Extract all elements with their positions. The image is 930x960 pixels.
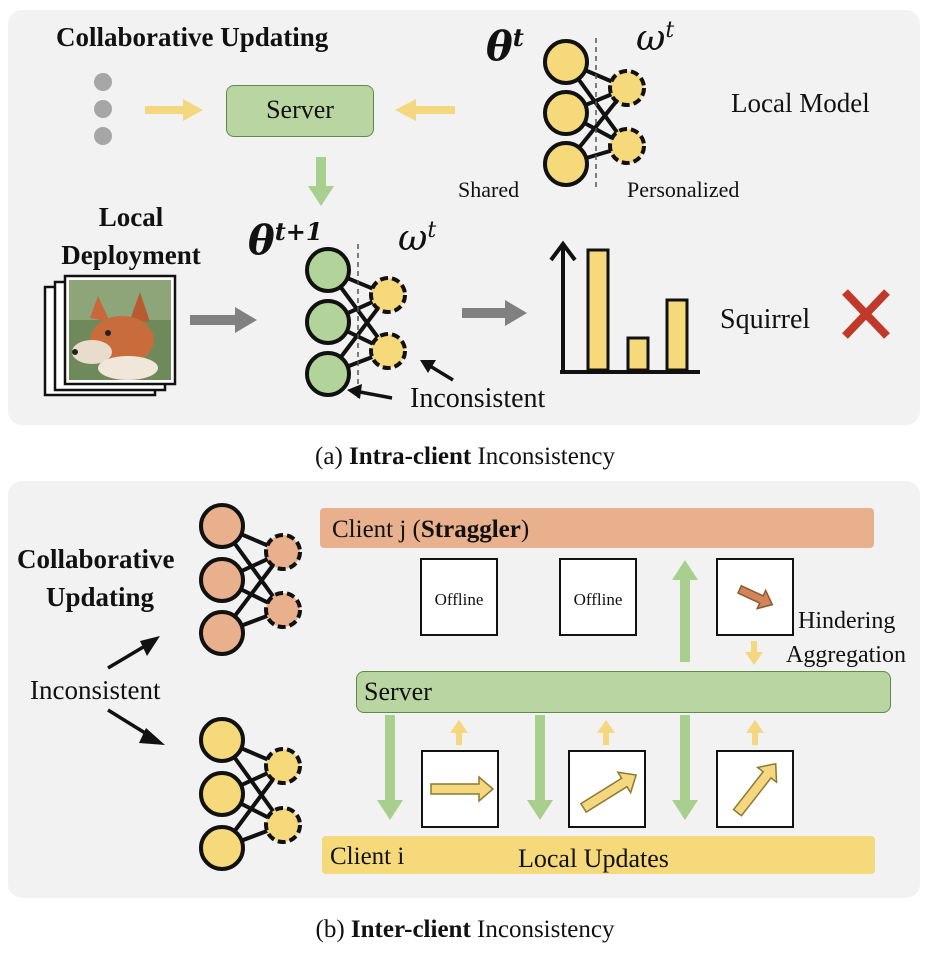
local-model-label: Local Model: [731, 88, 870, 118]
personalized-label: Personalized: [627, 177, 740, 202]
collab-updating-line2: Updating: [46, 582, 155, 612]
shared-label: Shared: [458, 177, 520, 202]
server-label-a: Server: [266, 95, 334, 124]
cross-icon: [842, 289, 890, 339]
arrow-to-server-right: [395, 99, 455, 121]
offline-label-2: Offline: [573, 590, 623, 609]
arrow-model-to-output: [462, 300, 527, 326]
bar-2: [626, 336, 650, 372]
local-deployment-line2: Deployment: [61, 240, 201, 270]
prediction-label: Squirrel: [720, 304, 811, 335]
local-updates-label: Local Updates: [518, 844, 669, 873]
server-bar-b: [356, 671, 891, 713]
omega-t-label-b: ωt: [398, 218, 437, 259]
omega-t-label: ωt: [636, 18, 675, 59]
inconsistent-arrows-b: [107, 636, 165, 745]
hindering-label-line1: Hindering: [798, 608, 896, 634]
straggler-network: [199, 503, 302, 656]
more-clients-dots-icon: [94, 73, 112, 145]
offline-box-2: Offline: [559, 558, 637, 636]
bar-1: [586, 248, 610, 372]
client-j-bar: [320, 508, 874, 548]
inconsistent-arrows: [347, 360, 454, 400]
collab-updating-line1: Collaborative: [17, 544, 175, 574]
hindering-label-line2: Aggregation: [786, 642, 906, 668]
client-i-label: Client i: [330, 843, 405, 870]
server-label-b: Server: [364, 677, 432, 706]
client-i-network: [199, 717, 302, 871]
fox-photo-icon: [69, 280, 171, 380]
arrow-image-to-model: [190, 307, 257, 333]
straggler-update-box: [716, 558, 794, 636]
fox-image-stack: [43, 274, 177, 397]
inconsistent-label-a: Inconsistent: [410, 383, 546, 414]
arrow-to-server-left: [145, 99, 203, 121]
inconsistent-label-b: Inconsistent: [30, 675, 161, 705]
deployed-model-network: [305, 244, 407, 398]
arrow-server-down: [308, 157, 334, 206]
bar-3: [665, 298, 689, 372]
caption-a: (a) Intra-client Inconsistency: [315, 443, 615, 470]
server-box-a: [226, 85, 374, 137]
caption-b: (b) Inter-client Inconsistency: [315, 916, 615, 943]
client-i-bar: [322, 836, 875, 874]
offline-label-1: Offline: [434, 590, 484, 609]
local-model-network: [543, 38, 646, 190]
theta-t-label: θt: [486, 23, 524, 71]
client-j-label: Client j (Straggler): [332, 516, 530, 543]
prediction-bar-chart: [549, 240, 700, 374]
panel-a-title: Collaborative Updating: [56, 22, 329, 52]
local-deployment-line1: Local: [98, 202, 164, 232]
offline-box-1: Offline: [420, 558, 498, 636]
theta-t1-label: θt+1: [248, 217, 323, 265]
